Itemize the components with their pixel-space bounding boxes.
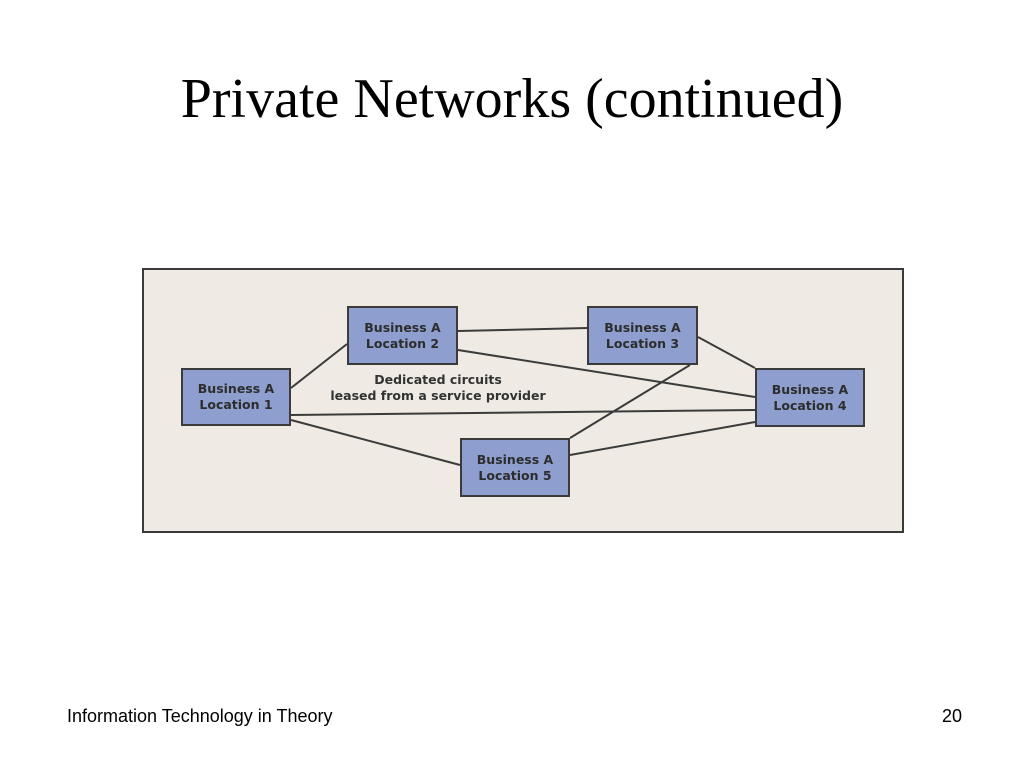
node-location-1-line1: Business A (197, 381, 275, 396)
node-location-4: Business A Location 4 (755, 368, 865, 427)
node-location-4-line2: Location 4 (773, 397, 847, 413)
node-location-1: Business A Location 1 (181, 368, 291, 426)
node-location-5-line2: Location 5 (478, 467, 552, 483)
node-location-5: Business A Location 5 (460, 438, 570, 497)
connection-loc2-loc4 (457, 349, 756, 398)
node-location-3-line2: Location 3 (605, 335, 680, 351)
node-location-2-line1: Business A (364, 319, 441, 335)
node-location-3: Business A Location 3 (587, 306, 698, 365)
node-location-5-line1: Business A (476, 451, 554, 467)
connection-loc1-loc2 (290, 343, 348, 389)
connection-loc3-loc4 (697, 336, 756, 369)
connection-lines (290, 327, 756, 466)
connection-loc2-loc3 (457, 327, 588, 332)
connection-loc3-loc5 (569, 364, 691, 439)
connection-loc5-loc4 (569, 421, 756, 456)
node-location-2: Business A Location 2 (347, 306, 458, 365)
node-location-2-line2: Location 2 (365, 335, 440, 351)
page-number: 20 (941, 706, 962, 726)
diagram-caption-line1: Dedicated circuits (374, 372, 502, 387)
node-location-1-line2: Location 1 (199, 397, 273, 412)
connection-loc1-loc5 (290, 419, 461, 466)
node-location-4-line1: Business A (771, 381, 849, 397)
slide-title: Private Networks (continued) (180, 68, 844, 130)
diagram-caption: Dedicated circuits leased from a service… (320, 372, 556, 404)
diagram-caption-line2: leased from a service provider (330, 388, 546, 403)
footer-course-title: Information Technology in Theory (67, 706, 333, 726)
connection-loc1-loc4 (290, 409, 756, 416)
node-location-3-line1: Business A (604, 319, 681, 335)
network-diagram: Business A Location 1 Business A Locatio… (142, 268, 904, 533)
